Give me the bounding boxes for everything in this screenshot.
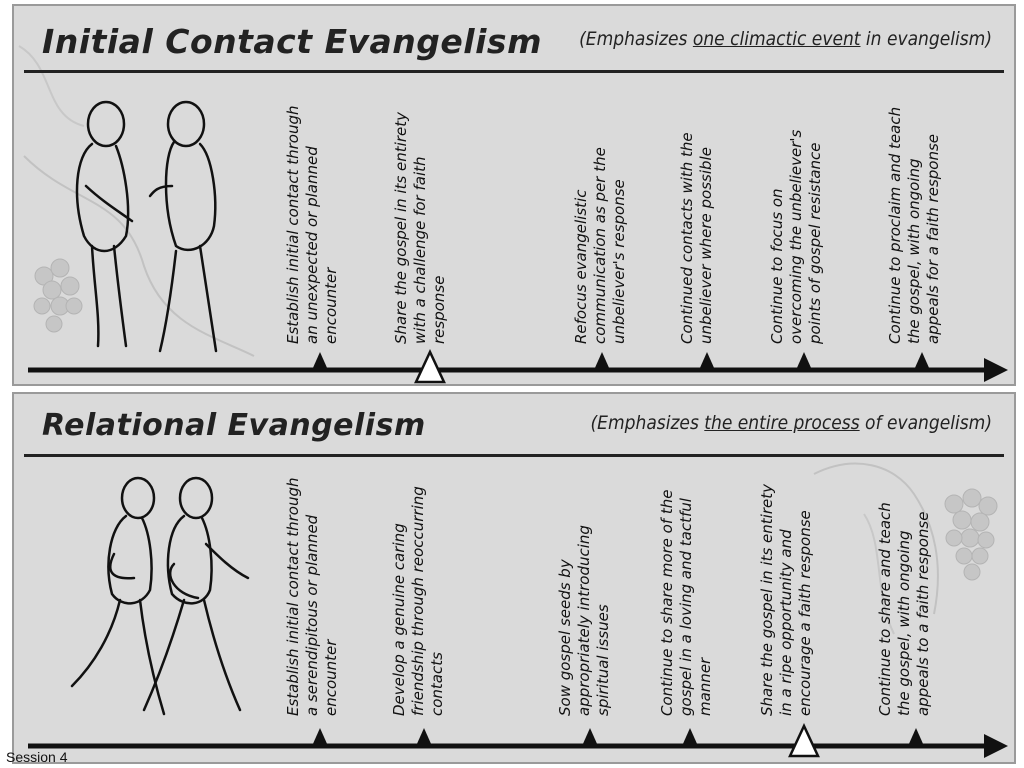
two-people-walking-illustration: [70, 476, 250, 716]
step-relational-4: Continue to share more of the gospel in …: [658, 489, 714, 716]
step-initial-6: Continue to proclaim and teach the gospe…: [886, 106, 942, 344]
panel-title: Relational Evangelism: [42, 408, 426, 443]
header-divider: [24, 70, 1004, 73]
step-relational-6: Continue to share and teach the gospel, …: [876, 502, 932, 716]
step-relational-1: Establish initial contact through a sere…: [284, 477, 340, 717]
step-initial-4: Continued contacts with the unbeliever w…: [678, 132, 715, 344]
step-initial-1: Establish initial contact through an une…: [284, 105, 340, 345]
timeline-arrow: [28, 349, 1008, 384]
session-label: Session 4: [6, 749, 68, 765]
step-initial-2: Share the gospel in its entirety with a …: [392, 112, 448, 344]
panel-title: Initial Contact Evangelism: [42, 22, 542, 61]
timeline-arrow: [28, 723, 1008, 758]
header-divider: [24, 454, 1004, 457]
step-relational-5: Share the gospel in its entirety in a ri…: [758, 484, 814, 716]
climax-marker: [788, 723, 820, 758]
panel-subtitle: (Emphasizes one climactic event in evang…: [579, 28, 992, 50]
step-relational-3: Sow gospel seeds by appropriately introd…: [556, 525, 612, 716]
step-relational-2: Develop a genuine caring friendship thro…: [390, 486, 446, 716]
climax-marker: [414, 349, 446, 384]
relational-panel: Relational Evangelism (Emphasizes the en…: [12, 392, 1016, 764]
two-people-facing-illustration: [75, 100, 218, 353]
step-initial-3: Refocus evangelistic communication as pe…: [572, 147, 628, 344]
initial-contact-panel: Initial Contact Evangelism (Emphasizes o…: [12, 4, 1016, 386]
grape-vine-decoration: [813, 462, 998, 635]
panel-subtitle: (Emphasizes the entire process of evange…: [590, 412, 992, 434]
step-initial-5: Continue to focus on overcoming the unbe…: [768, 129, 824, 344]
